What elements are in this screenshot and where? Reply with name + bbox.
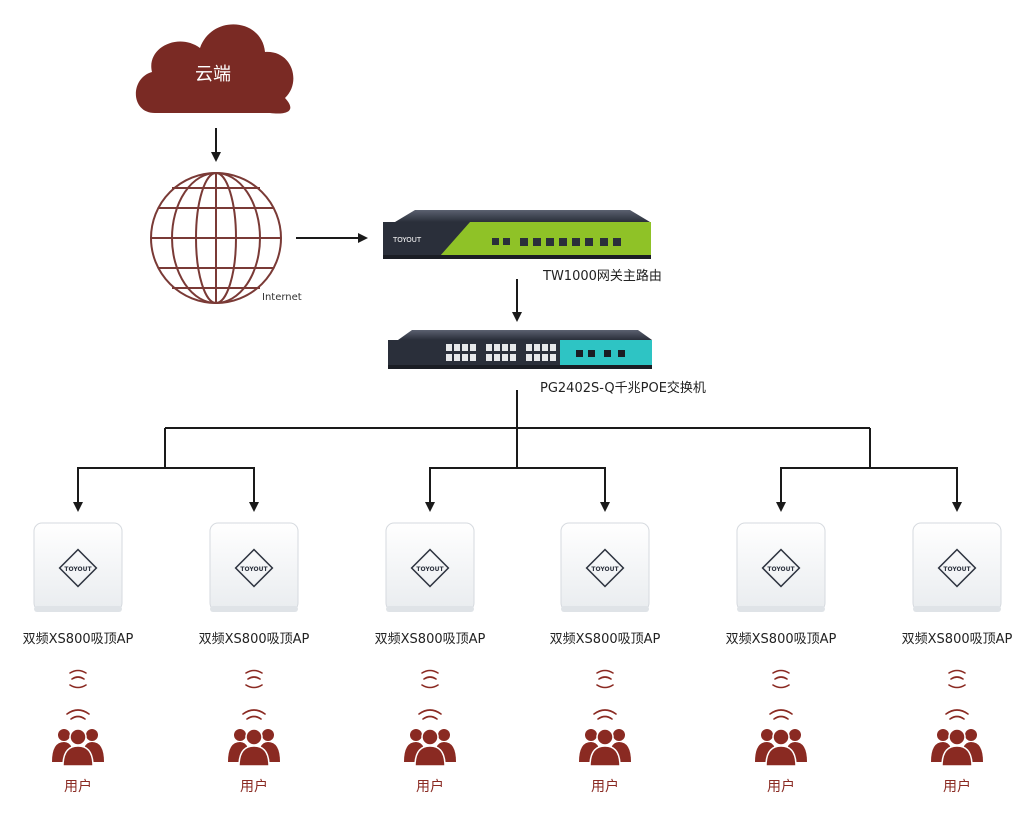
cloud-label: 云端 — [195, 64, 231, 85]
ceiling-ap-device: TOYOUT — [33, 522, 123, 612]
globe-icon — [150, 172, 282, 304]
users-icon — [52, 728, 104, 767]
ap-label: 双频XS800吸顶AP — [23, 632, 134, 647]
ap-label: 双频XS800吸顶AP — [375, 632, 486, 647]
cloud-node: 云端 — [135, 24, 294, 114]
ap-column: TOYOUT 双频XS800吸顶AP 用户 — [375, 522, 486, 795]
user-label: 用户 — [240, 778, 268, 795]
ap-label: 双频XS800吸顶AP — [199, 632, 310, 647]
users-icon — [579, 728, 631, 767]
ap-label: 双频XS800吸顶AP — [902, 632, 1013, 647]
ap-logo: TOYOUT — [416, 566, 444, 573]
ceiling-ap-device: TOYOUT — [736, 522, 826, 612]
ap-column: TOYOUT 双频XS800吸顶AP 用户 — [199, 522, 310, 795]
router-ports — [492, 238, 621, 246]
switch-device — [388, 330, 652, 369]
ap-logo: TOYOUT — [591, 566, 619, 573]
users-icon — [228, 728, 280, 767]
router-label: TW1000网关主路由 — [542, 268, 662, 284]
access-point-columns: TOYOUT双频XS800吸顶AP用户TOYOUT双频XS800吸顶AP用户TO… — [23, 522, 1013, 795]
ap-arrows — [73, 467, 962, 512]
ceiling-ap-device: TOYOUT — [560, 522, 650, 612]
user-label: 用户 — [943, 778, 971, 795]
ceiling-ap-device: TOYOUT — [912, 522, 1002, 612]
ceiling-ap-device: TOYOUT — [209, 522, 299, 612]
internet-label: Internet — [262, 292, 302, 303]
switch-ports — [446, 344, 556, 361]
wifi-signal-icon — [418, 669, 442, 720]
user-label: 用户 — [416, 778, 444, 795]
ap-column: TOYOUT 双频XS800吸顶AP 用户 — [550, 522, 661, 795]
wifi-signal-icon — [945, 669, 969, 720]
wifi-signal-icon — [593, 669, 617, 720]
users-icon — [404, 728, 456, 767]
ap-label: 双频XS800吸顶AP — [550, 632, 661, 647]
wifi-signal-icon — [769, 669, 793, 720]
ap-logo: TOYOUT — [767, 566, 795, 573]
ap-logo: TOYOUT — [240, 566, 268, 573]
ceiling-ap-device: TOYOUT — [385, 522, 475, 612]
users-icon — [931, 728, 983, 767]
ap-column: TOYOUT 双频XS800吸顶AP 用户 — [23, 522, 134, 795]
user-label: 用户 — [591, 778, 619, 795]
wifi-signal-icon — [66, 669, 90, 720]
distribution-lines — [78, 390, 957, 469]
cloud-icon — [135, 24, 294, 114]
ap-logo: TOYOUT — [64, 566, 92, 573]
ap-column: TOYOUT 双频XS800吸顶AP 用户 — [726, 522, 837, 795]
internet-node: Internet — [150, 172, 302, 304]
ap-logo: TOYOUT — [943, 566, 971, 573]
router-device: TOYOUT — [383, 210, 651, 259]
user-label: 用户 — [767, 778, 795, 795]
ap-label: 双频XS800吸顶AP — [726, 632, 837, 647]
router-brand: TOYOUT — [392, 236, 422, 244]
ap-column: TOYOUT 双频XS800吸顶AP 用户 — [902, 522, 1013, 795]
switch-label: PG2402S-Q千兆POE交换机 — [540, 380, 706, 396]
wifi-signal-icon — [242, 669, 266, 720]
users-icon — [755, 728, 807, 767]
user-label: 用户 — [64, 778, 92, 795]
